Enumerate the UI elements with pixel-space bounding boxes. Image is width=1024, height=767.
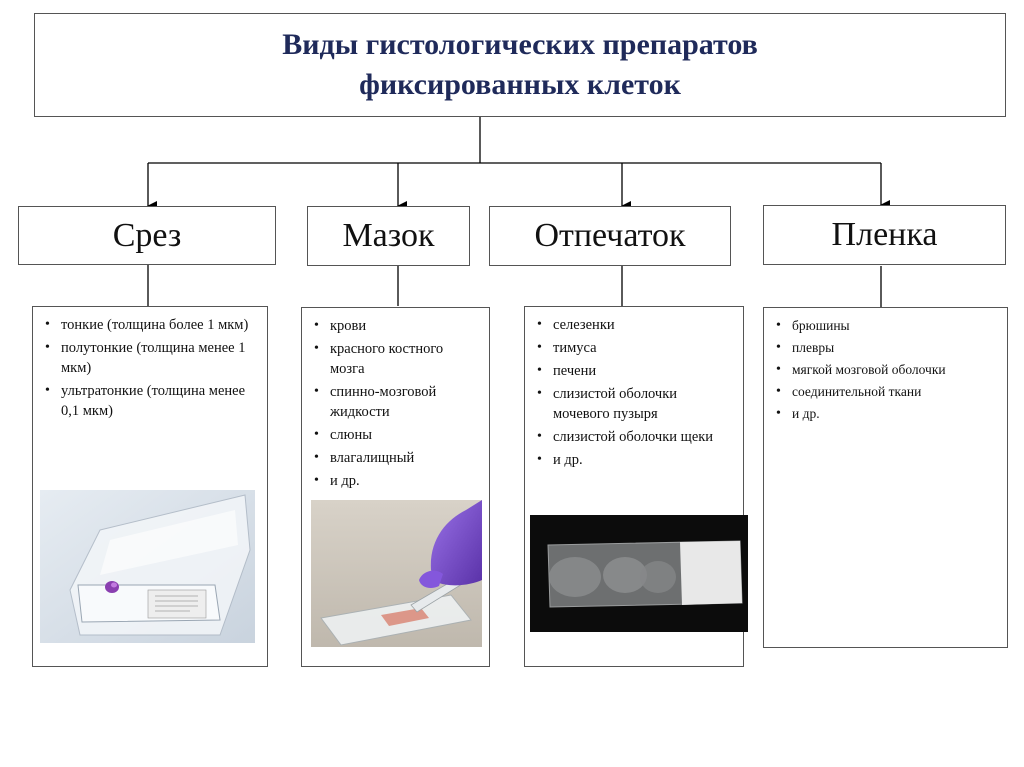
list-item: красного костного мозга — [310, 339, 481, 379]
category-box-otpechatok: Отпечаток — [489, 206, 731, 266]
title-line-2: фиксированных клеток — [359, 68, 681, 101]
list-item: ультратонкие (толщина менее 0,1 мкм) — [41, 381, 259, 421]
diagram-title: Виды гистологических препаратов фиксиров… — [282, 25, 758, 105]
list-item: брюшины — [772, 316, 999, 335]
list-item: соединительной ткани — [772, 382, 999, 401]
list-item: спинно-мозговой жидкости — [310, 382, 481, 422]
list-item: полутонкие (толщина менее 1 мкм) — [41, 338, 259, 378]
category-label-plenka: Пленка — [831, 216, 938, 253]
list-item: и др. — [533, 450, 735, 470]
photo-section-slide-box — [40, 490, 255, 643]
list-plenka: брюшины плевры мягкой мозговой оболочки … — [772, 316, 999, 423]
list-item: крови — [310, 316, 481, 336]
list-srez: тонкие (толщина более 1 мкм) полутонкие … — [41, 315, 259, 421]
list-item: слизистой оболочки щеки — [533, 427, 735, 447]
list-item: влагалищный — [310, 448, 481, 468]
list-mazok: крови красного костного мозга спинно-моз… — [310, 316, 481, 491]
category-box-plenka: Пленка — [763, 205, 1006, 265]
category-label-otpechatok: Отпечаток — [534, 217, 686, 254]
category-box-srez: Срез — [18, 206, 276, 265]
list-item: тонкие (толщина более 1 мкм) — [41, 315, 259, 335]
photo-smear-preparation — [311, 500, 482, 647]
title-line-1: Виды гистологических препаратов — [282, 28, 758, 61]
category-label-mazok: Мазок — [342, 217, 435, 254]
list-item: тимуса — [533, 338, 735, 358]
photo-imprint-slide — [530, 515, 748, 632]
diagram-title-box: Виды гистологических препаратов фиксиров… — [34, 13, 1006, 117]
list-item: мягкой мозговой оболочки — [772, 360, 999, 379]
category-box-mazok: Мазок — [307, 206, 470, 266]
list-item: печени — [533, 361, 735, 381]
category-label-srez: Срез — [112, 216, 182, 254]
list-item: и др. — [310, 471, 481, 491]
list-otpechatok: селезенки тимуса печени слизистой оболоч… — [533, 315, 735, 470]
list-item: и др. — [772, 404, 999, 423]
list-item: слюны — [310, 425, 481, 445]
list-item: селезенки — [533, 315, 735, 335]
panel-plenka: брюшины плевры мягкой мозговой оболочки … — [763, 307, 1008, 648]
list-item: слизистой оболочки мочевого пузыря — [533, 384, 735, 424]
list-item: плевры — [772, 338, 999, 357]
